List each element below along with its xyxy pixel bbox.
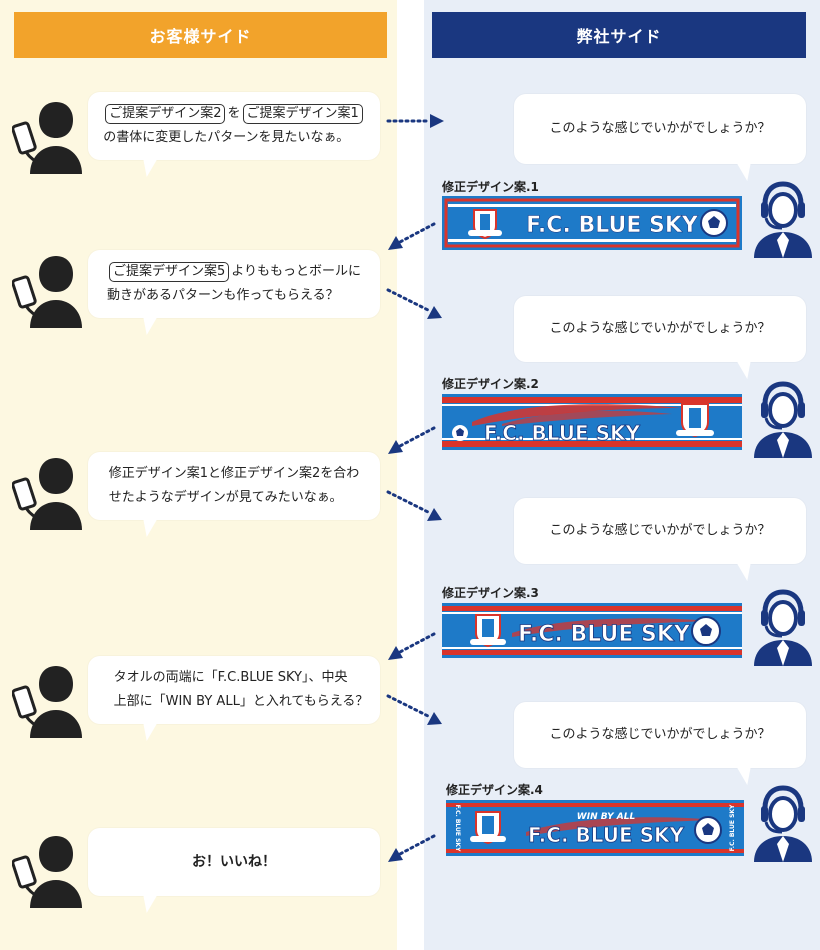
company-message: このような感じでいかがでしょうか？ xyxy=(514,498,806,564)
towel-text: F.C. BLUE SKY xyxy=(484,421,641,445)
towel-design-3: F.C. BLUE SKY xyxy=(442,603,742,658)
arrow-right-down-icon xyxy=(386,490,442,521)
support-agent-icon xyxy=(754,589,812,666)
arrow-left-down-icon xyxy=(388,222,436,250)
message-text: 修正デザイン案1と修正デザイン案2を合わ xyxy=(108,466,360,481)
message-text: このような感じでいかがでしょうか？ xyxy=(549,523,771,538)
customer-person-icon xyxy=(12,836,82,908)
message-text: よりももっとボールに xyxy=(231,264,362,279)
company-side-header: 弊社サイド xyxy=(432,12,806,58)
customer-side-header: お客様サイド xyxy=(14,12,387,58)
message-text: の書体に変更したパターンを見たいなぁ。 xyxy=(103,130,350,145)
company-message: このような感じでいかがでしょうか？ xyxy=(514,296,806,362)
towel-text: F.C. BLUE SKY xyxy=(528,823,685,847)
arrow-left-down-icon xyxy=(388,834,436,862)
message-text: このような感じでいかがでしょうか？ xyxy=(549,321,771,336)
design-label: 修正デザイン案.4 xyxy=(446,783,543,797)
customer-message: 修正デザイン案1と修正デザイン案2を合わ せたようなデザインが見てみたいなぁ。 xyxy=(88,452,380,520)
proposal-tag: ご提案デザイン案2 xyxy=(105,104,226,124)
support-agent-icon xyxy=(754,381,812,458)
message-text: を xyxy=(227,106,241,121)
towel-design-4: F.C. BLUE SKY F.C. BLUE SKY WIN BY ALL F… xyxy=(446,800,744,856)
message-text: このような感じでいかがでしょうか？ xyxy=(549,121,771,136)
customer-person-icon xyxy=(12,666,82,738)
towel-side-text: F.C. BLUE SKY xyxy=(454,805,461,852)
customer-side-title: お客様サイド xyxy=(149,27,252,46)
message-text: お！いいね！ xyxy=(192,854,276,870)
company-message: このような感じでいかがでしょうか？ xyxy=(514,702,806,768)
customer-message: お！いいね！ xyxy=(88,828,380,896)
towel-top-text: WIN BY ALL xyxy=(577,812,636,822)
arrow-left-down-icon xyxy=(388,426,436,454)
arrow-right-down-icon xyxy=(386,694,442,725)
message-text: 上部に「WIN BY ALL」と入れてもらえる？ xyxy=(113,694,369,709)
message-text: このような感じでいかがでしょうか？ xyxy=(549,727,771,742)
arrow-right-icon xyxy=(386,114,444,128)
towel-side-text: F.C. BLUE SKY xyxy=(729,804,736,851)
customer-person-icon xyxy=(12,458,82,530)
message-text: タオルの両端に「F.C.BLUE SKY」、中央 xyxy=(113,670,348,685)
towel-text: F.C. BLUE SKY xyxy=(526,213,699,238)
design-label: 修正デザイン案.2 xyxy=(442,377,539,391)
proposal-tag: ご提案デザイン案1 xyxy=(242,104,363,124)
customer-person-icon xyxy=(12,102,82,174)
support-agent-icon xyxy=(754,785,812,862)
support-agent-icon xyxy=(754,181,812,258)
company-side-title: 弊社サイド xyxy=(576,27,662,46)
towel-text: F.C. BLUE SKY xyxy=(518,622,691,647)
towel-design-2: F.C. BLUE SKY xyxy=(442,394,742,450)
customer-message: タオルの両端に「F.C.BLUE SKY」、中央 上部に「WIN BY ALL」… xyxy=(88,656,380,724)
arrow-left-down-icon xyxy=(388,632,436,660)
customer-person-icon xyxy=(12,256,82,328)
message-text: 動きがあるパターンも作ってもらえる？ xyxy=(106,288,339,303)
towel-design-1: F.C. BLUE SKY xyxy=(442,196,742,250)
proposal-tag: ご提案デザイン案5 xyxy=(108,262,230,282)
design-label: 修正デザイン案.3 xyxy=(442,586,539,600)
company-message: このような感じでいかがでしょうか？ xyxy=(514,94,806,164)
arrow-right-down-icon xyxy=(386,288,442,319)
design-label: 修正デザイン案.1 xyxy=(442,180,539,194)
message-text: せたようなデザインが見てみたいなぁ。 xyxy=(108,490,343,505)
